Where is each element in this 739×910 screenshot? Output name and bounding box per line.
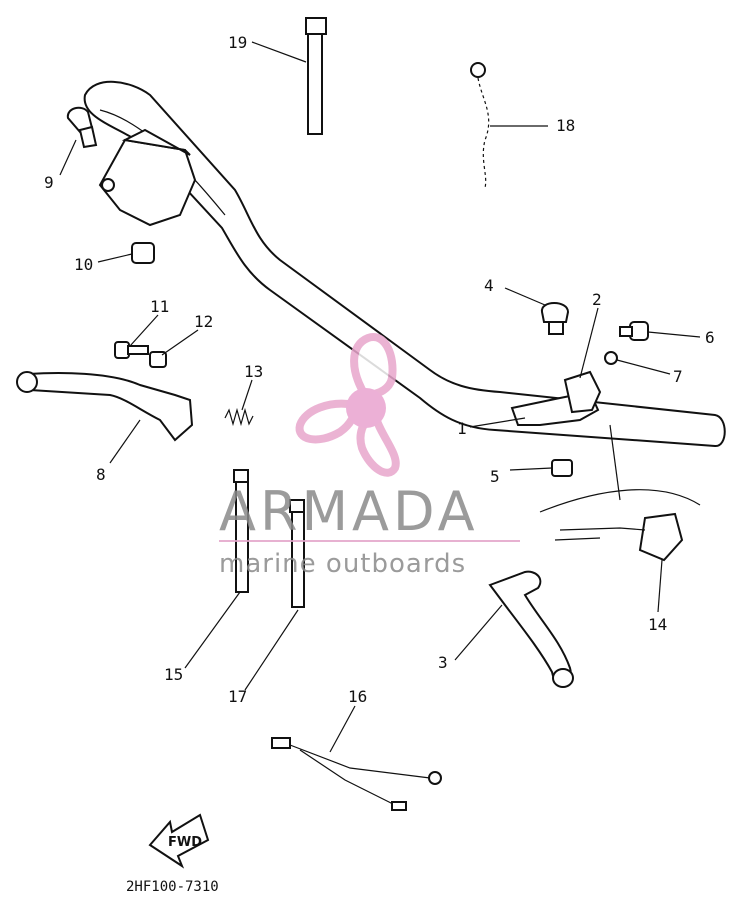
part-3-lever [488,570,574,688]
callout-2: 2 [592,290,602,309]
left-perch [98,128,197,227]
prop-blade-top [350,333,397,400]
watermark: ARMADA marine outboards [219,333,520,579]
part-19-cable-tie [305,17,327,135]
propeller-logo [295,333,400,477]
part-10-nut [131,242,155,264]
fwd-label: FWD [168,835,202,850]
part-15-cable-tie [233,469,249,593]
callout-15: 15 [164,665,183,684]
callout-16: 16 [348,687,367,706]
part-4-bolt [541,302,570,335]
part-18-bead-chain [470,62,490,189]
callout-1: 1 [457,419,467,438]
part-9-screw [66,106,98,149]
callout-7: 7 [673,367,683,386]
part-11-bolt [114,341,149,359]
callout-12: 12 [194,312,213,331]
part-2-holder [563,370,602,414]
callout-19: 19 [228,33,247,52]
callout-5: 5 [490,467,500,486]
prop-blade-right [356,409,400,477]
watermark-brand: ARMADA [219,480,479,543]
callout-4: 4 [484,276,494,295]
leader-lines [59,41,701,753]
part-5-nut [551,459,573,477]
callout-9: 9 [44,173,54,192]
part-17-cable-tie [289,499,305,608]
drawing-code: 2HF100-7310 [126,879,219,895]
watermark-tagline: marine outboards [219,549,466,579]
prop-hub [346,388,386,428]
handlebar [83,80,726,448]
callout-18: 18 [556,116,575,135]
callout-14: 14 [648,615,667,634]
callout-6: 6 [705,328,715,347]
callout-3: 3 [438,653,448,672]
callout-11: 11 [150,297,169,316]
callout-10: 10 [74,255,93,274]
part-7-washer [604,351,618,365]
part-14-switch [539,424,701,562]
fwd-arrow: FWD [148,813,210,869]
callout-13: 13 [244,362,263,381]
part-8-lever [16,371,194,442]
part-16-wire [271,737,442,811]
callout-8: 8 [96,465,106,484]
part-13-spring [224,407,254,427]
part-6-screw [619,321,649,341]
callout-17: 17 [228,687,247,706]
callouts: 19 18 9 10 11 12 13 8 4 2 6 7 1 5 14 3 1… [44,33,715,706]
part-12-nut [149,351,167,368]
